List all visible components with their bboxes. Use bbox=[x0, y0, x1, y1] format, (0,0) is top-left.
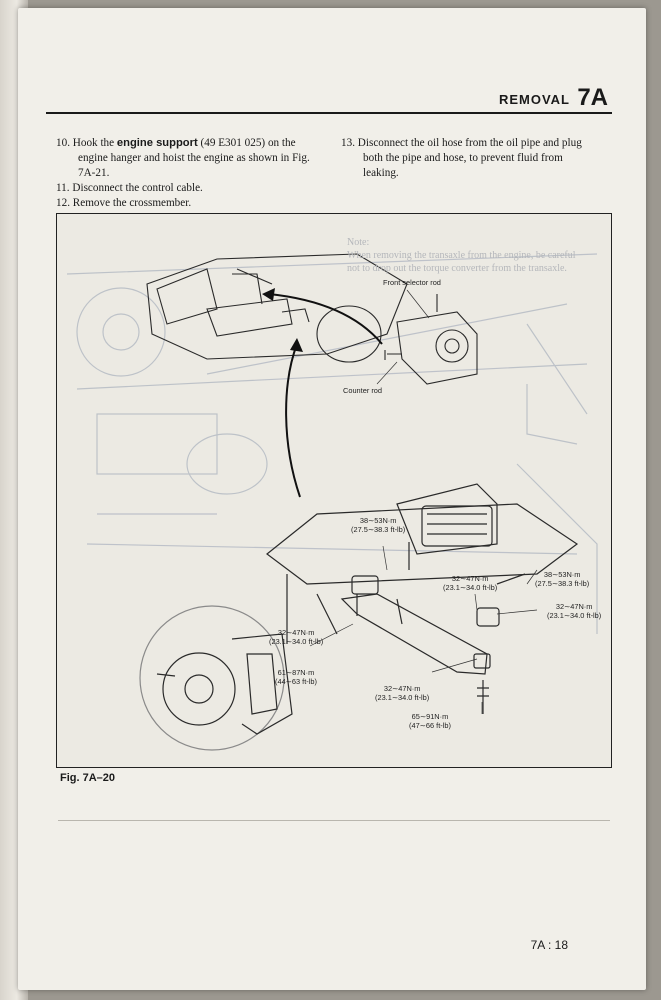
step-13: 13. Disconnect the oil hose from the oil… bbox=[341, 137, 582, 179]
torque-label-7: 32∼47N·m(23.1∼34.0 ft-lb) bbox=[375, 684, 430, 702]
step-10: 10. Hook the engine support (49 E301 025… bbox=[56, 137, 310, 179]
torque-label-1: 38∼53N·m(27.5∼38.3 ft-lb) bbox=[351, 516, 406, 534]
transaxle-mount-illustration bbox=[66, 253, 598, 751]
divider bbox=[58, 820, 610, 821]
section-title: REMOVAL bbox=[498, 92, 570, 107]
label-counter-rod: Counter rod bbox=[343, 386, 383, 395]
torque-label-8: 65∼91N·m(47∼66 ft-lb) bbox=[409, 712, 451, 730]
torque-label-5: 32∼47N·m(23.1∼34.0 ft-lb) bbox=[269, 628, 324, 646]
exploded-view-figure: Note: When removing the transaxle from t… bbox=[56, 213, 612, 768]
procedure-steps-right: 13. Disconnect the oil hose from the oil… bbox=[341, 136, 599, 181]
torque-label-2: 38∼53N·m(27.5∼38.3 ft-lb) bbox=[535, 570, 590, 588]
step-11: 11. Disconnect the control cable. bbox=[56, 182, 203, 194]
engine-support-term: engine support bbox=[116, 137, 198, 149]
section-header: REMOVAL 7A bbox=[46, 84, 612, 114]
chapter-number: 7A bbox=[577, 84, 608, 111]
figure-caption: Fig. 7A–20 bbox=[60, 772, 116, 784]
label-front-selector-rod: Front selector rod bbox=[383, 278, 441, 287]
torque-label-6: 61∼87N·m(44∼63 ft-lb) bbox=[275, 668, 317, 686]
manual-page: REMOVAL 7A 10. Hook the engine support (… bbox=[18, 8, 646, 990]
procedure-steps-left: 10. Hook the engine support (49 E301 025… bbox=[56, 136, 321, 211]
page-number: 7A : 18 bbox=[530, 938, 568, 952]
step-12: 12. Remove the crossmember. bbox=[56, 197, 192, 209]
torque-label-4: 32∼47N·m(23.1∼34.0 ft-lb) bbox=[547, 602, 602, 620]
torque-label-3: 32∼47N·m(23.1∼34.0 ft-lb) bbox=[443, 574, 498, 592]
